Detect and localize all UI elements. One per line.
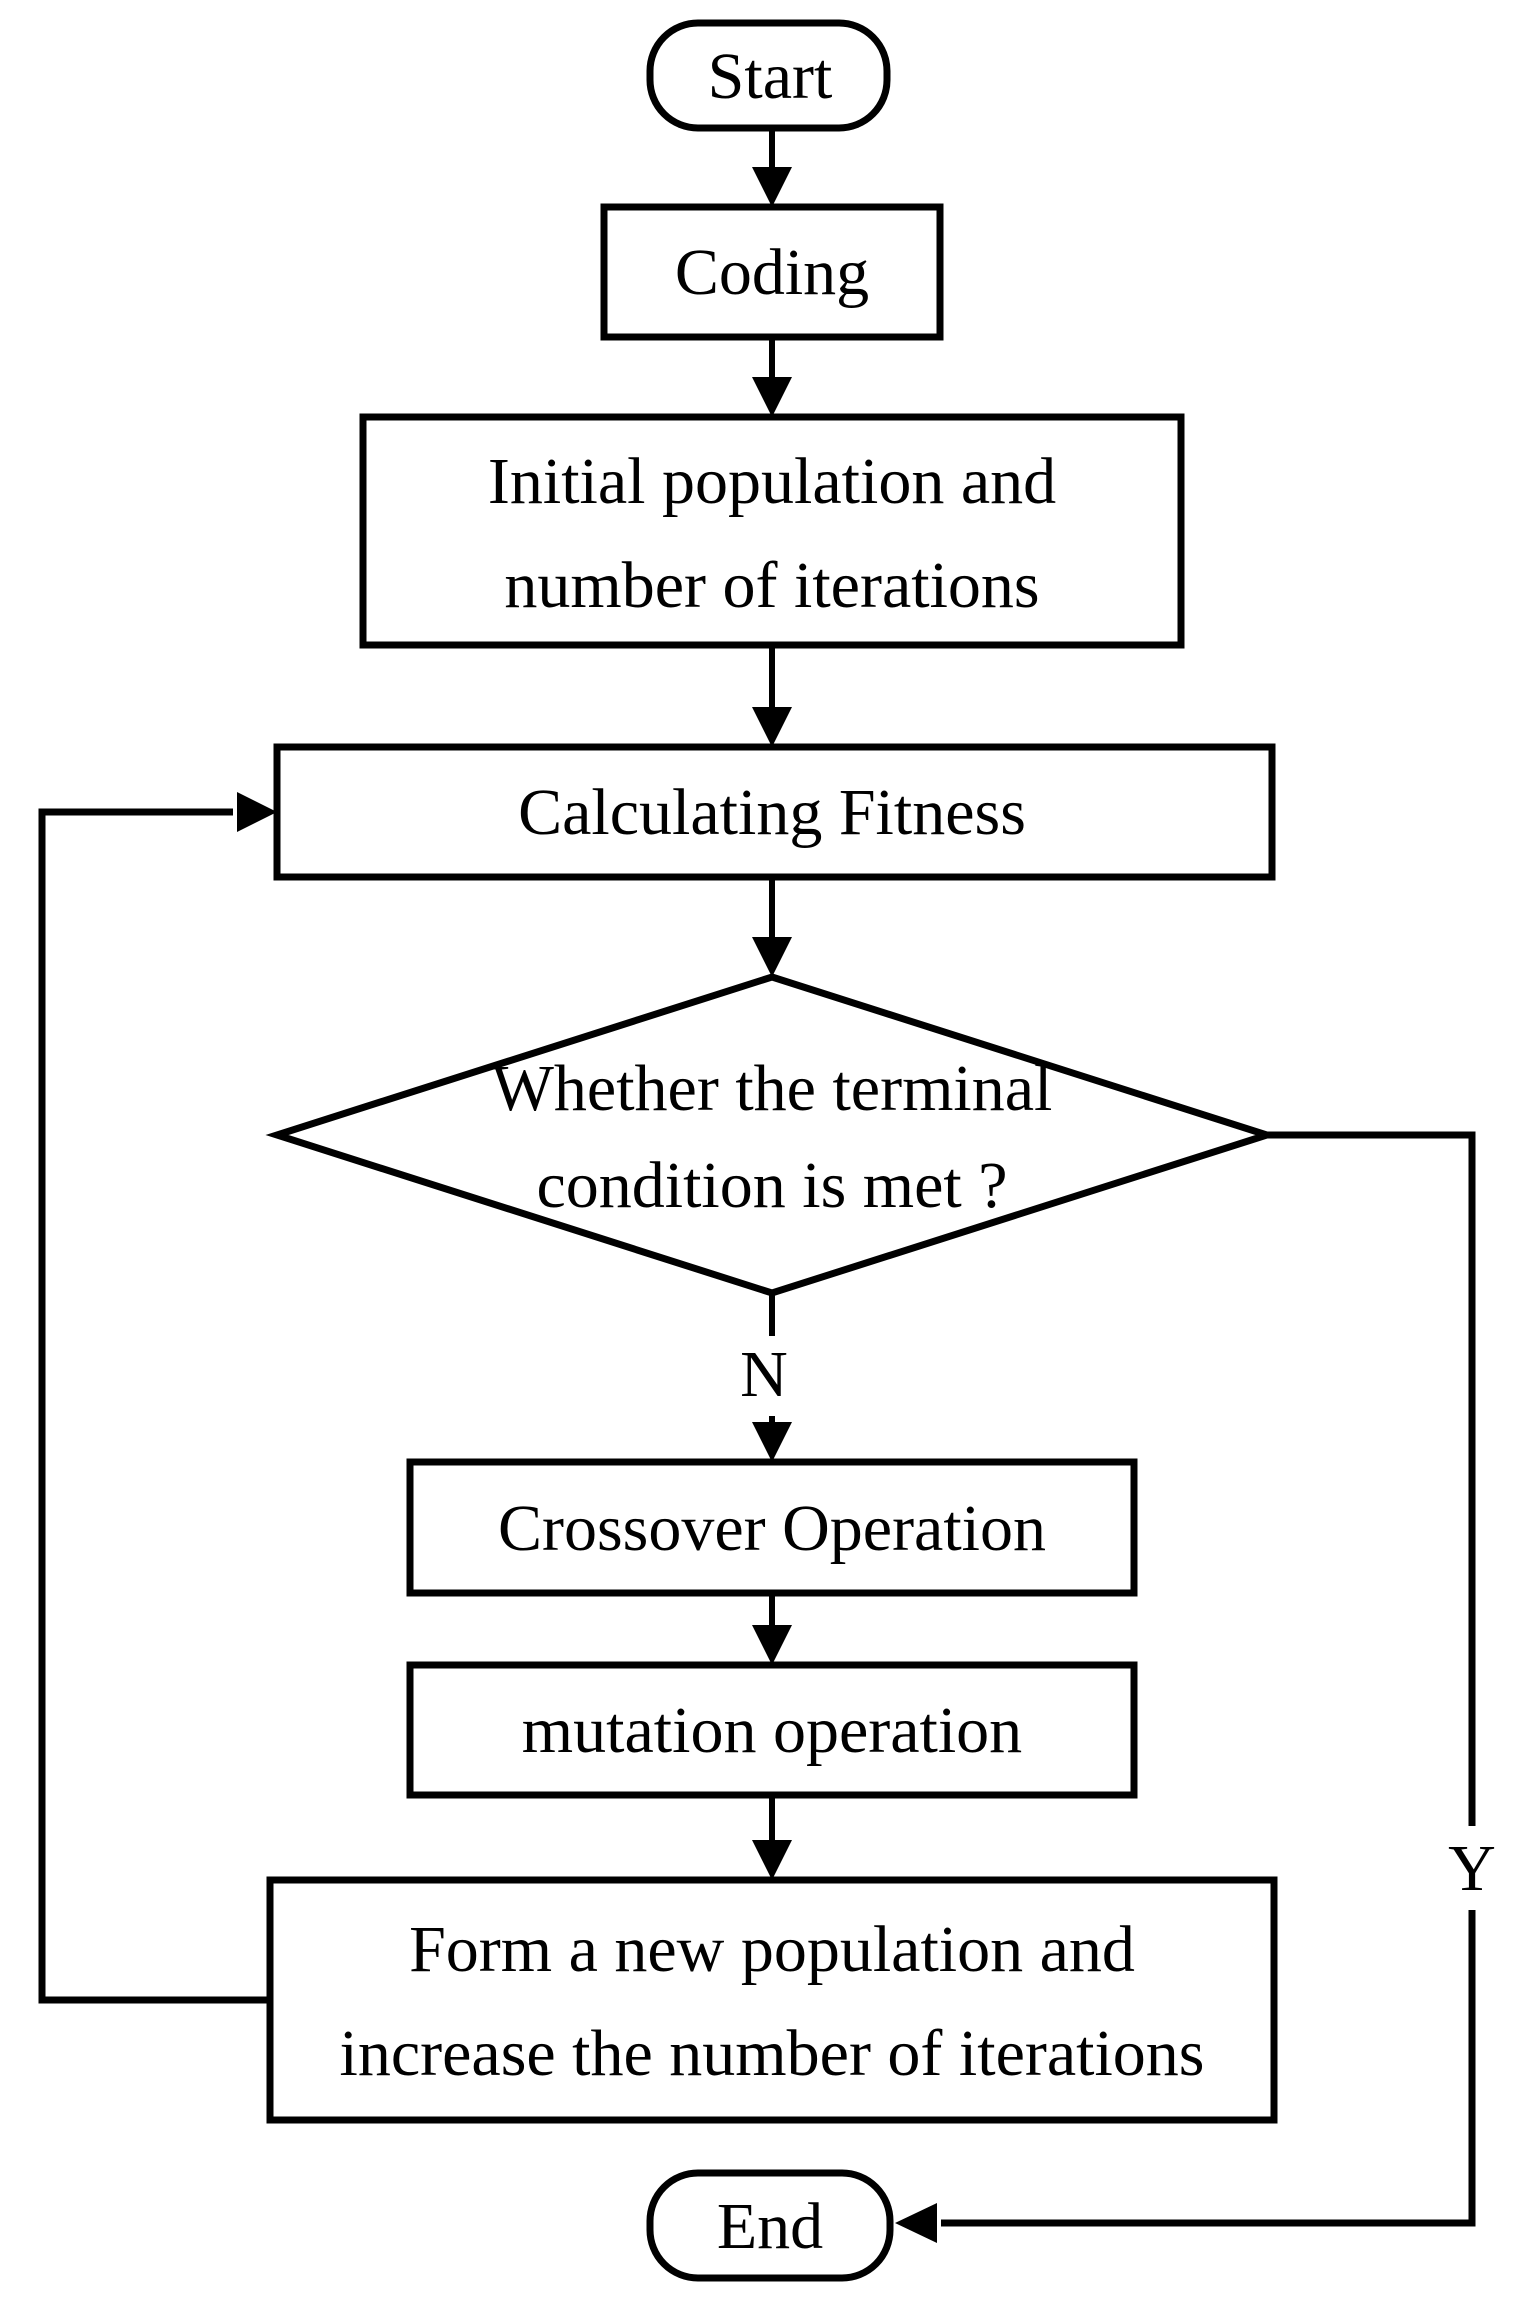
- crossover-label: Crossover Operation: [498, 1492, 1046, 1565]
- yes-branch-label: Y: [1448, 1832, 1496, 1905]
- arrowhead-into-fitness: [752, 707, 792, 747]
- calculating-fitness-node: [273, 743, 1276, 881]
- terminal-condition-decision: [265, 973, 1279, 1297]
- crossover-node: [406, 1458, 1138, 1597]
- arrowhead-loop-into-fitness: [237, 792, 277, 832]
- start-node-label: Start: [708, 40, 833, 113]
- mutation-label: mutation operation: [522, 1694, 1022, 1767]
- yes-label-backdrop: [1434, 1826, 1512, 1910]
- new-population-line1: Form a new population and: [409, 1913, 1135, 1986]
- start-node: [646, 19, 891, 132]
- arrowhead-into-mutation: [752, 1625, 792, 1665]
- no-branch-label: N: [740, 1338, 788, 1411]
- calculating-fitness-label: Calculating Fitness: [518, 776, 1026, 849]
- terminal-condition-line2: condition is met ?: [536, 1149, 1007, 1222]
- arrowhead-into-crossover: [752, 1422, 792, 1462]
- arrowhead-into-newpop: [752, 1840, 792, 1880]
- mutation-node: [406, 1661, 1138, 1799]
- edge-yes-branch: [941, 1131, 1476, 2227]
- new-population-line2: increase the number of iterations: [340, 2017, 1205, 2090]
- arrowhead-into-decision: [752, 937, 792, 977]
- coding-node: [600, 203, 944, 341]
- arrowhead-into-coding: [752, 167, 792, 207]
- terminal-condition-line1: Whether the terminal: [492, 1052, 1053, 1125]
- coding-node-label: Coding: [675, 236, 869, 309]
- initial-population-line2: number of iterations: [504, 549, 1039, 622]
- arrowhead-into-initial: [752, 377, 792, 417]
- no-label-backdrop: [727, 1336, 807, 1416]
- new-population-node: [266, 1876, 1278, 2124]
- end-node: [646, 2169, 894, 2282]
- edge-loop-back: [38, 808, 270, 2004]
- arrowhead-into-end: [895, 2203, 937, 2243]
- initial-population-node: [359, 413, 1185, 649]
- end-node-label: End: [717, 2190, 823, 2263]
- initial-population-line1: Initial population and: [488, 445, 1056, 518]
